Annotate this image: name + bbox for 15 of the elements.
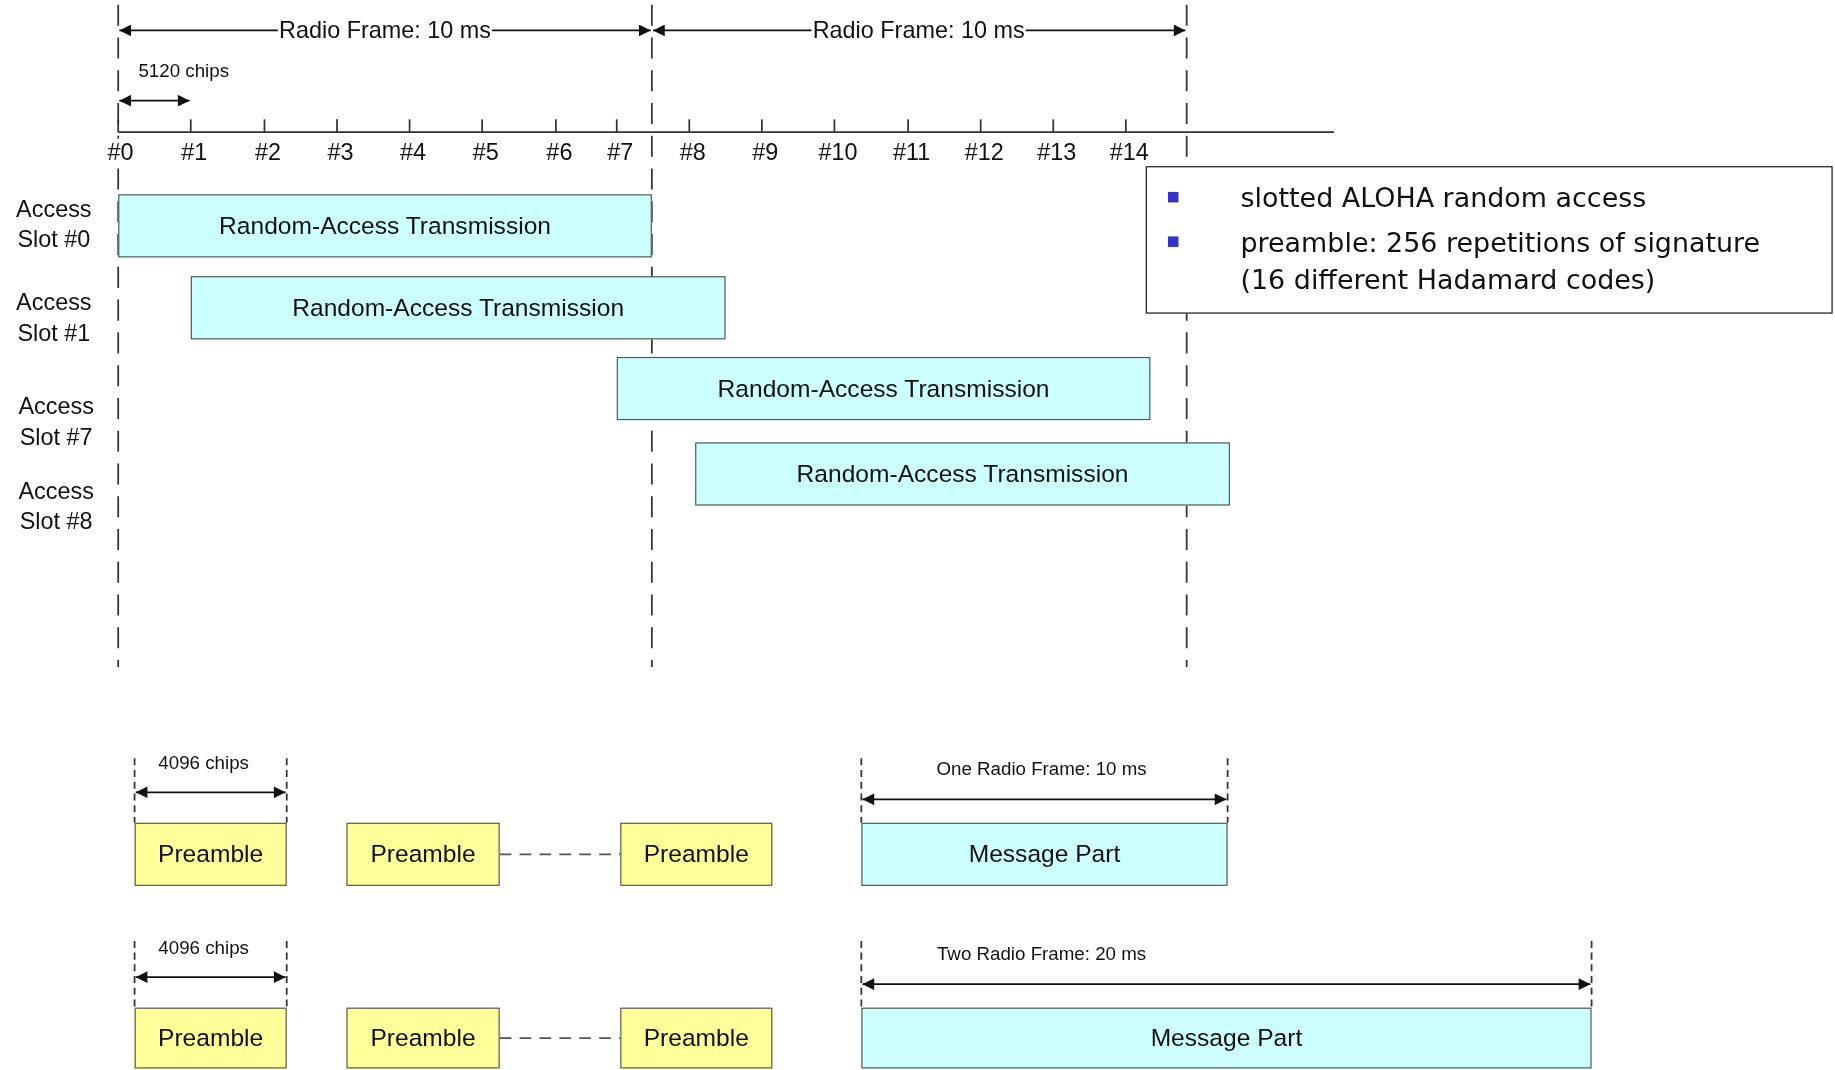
- preamble-box: Preamble: [620, 822, 773, 886]
- transmission-box: Random-Access Transmission: [190, 276, 726, 340]
- preamble-box: Preamble: [620, 1007, 773, 1069]
- transmission-box: Random-Access Transmission: [616, 356, 1151, 421]
- preamble-box: Preamble: [346, 1007, 500, 1069]
- preamble-box: Preamble: [134, 822, 287, 886]
- transmission-box: Message Part: [861, 1007, 1592, 1069]
- preamble-box: Preamble: [346, 822, 500, 886]
- note-box: [1145, 166, 1833, 314]
- transmission-box: Message Part: [861, 822, 1228, 886]
- transmission-box: Random-Access Transmission: [695, 442, 1230, 506]
- transmission-box: Random-Access Transmission: [118, 194, 652, 258]
- bullet-text: preamble: 256 repetitions of signature (16 different Hadamard codes): [1240, 226, 1762, 298]
- preamble-box: Preamble: [134, 1007, 287, 1069]
- bullet-text: slotted ALOHA random access: [1240, 181, 1648, 215]
